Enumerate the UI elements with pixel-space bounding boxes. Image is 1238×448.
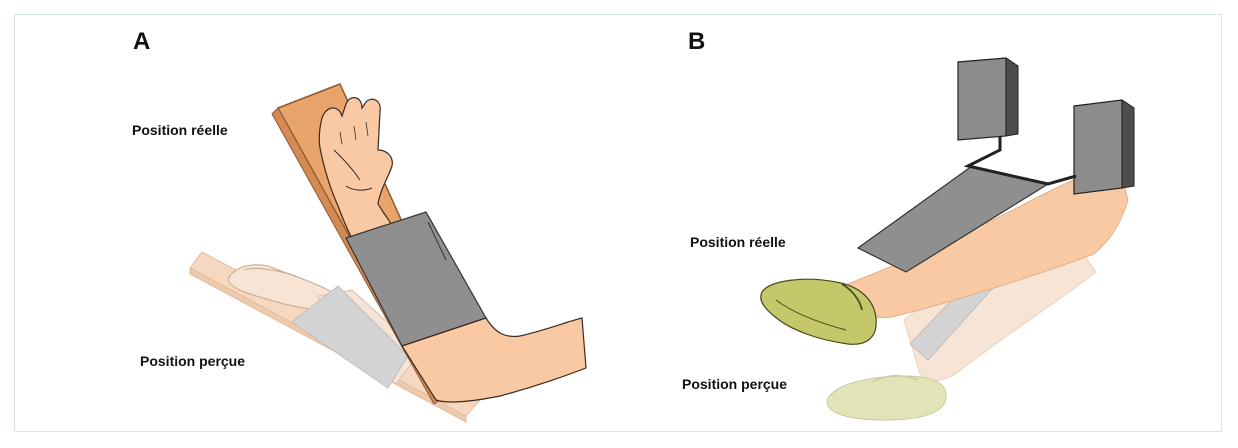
panel-a-label-perceived: Position perçue [140, 353, 245, 369]
perceived-shoe [827, 376, 946, 420]
panel-a-illustration [190, 84, 586, 422]
panel-b-label-perceived: Position perçue [682, 376, 787, 392]
panel-b-label-real: Position réelle [690, 234, 786, 250]
vibrator-left [958, 58, 1018, 140]
panel-a-letter: A [133, 28, 150, 56]
panel-b-letter: B [688, 28, 705, 56]
vibrator-right [1074, 100, 1134, 194]
panel-a-label-real: Position réelle [132, 122, 228, 138]
panel-b-illustration [761, 58, 1134, 420]
